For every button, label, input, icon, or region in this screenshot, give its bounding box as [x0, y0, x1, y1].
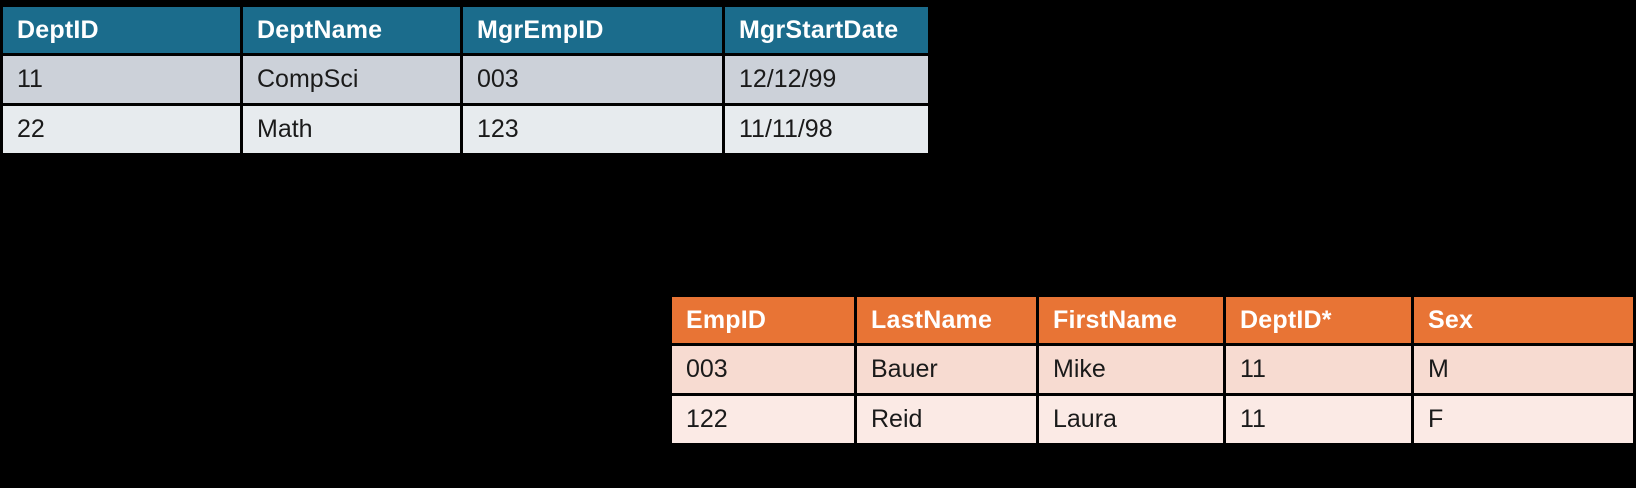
employee-cell-deptid: 11	[1226, 346, 1411, 393]
employee-cell-sex: M	[1414, 346, 1633, 393]
employee-cell-firstname: Laura	[1039, 396, 1223, 443]
table-row[interactable]: 003 Bauer Mike 11 M	[672, 346, 1633, 393]
department-column-header-mgrstartdate[interactable]: MgrStartDate	[725, 7, 928, 53]
employee-cell-empid: 003	[672, 346, 854, 393]
department-table: DeptID DeptName MgrEmpID MgrStartDate 11…	[0, 4, 931, 156]
employee-table-body: 003 Bauer Mike 11 M 122 Reid Laura 11 F	[672, 346, 1633, 443]
department-cell-mgrstartdate: 12/12/99	[725, 56, 928, 103]
employee-column-header-sex[interactable]: Sex	[1414, 297, 1633, 343]
employee-cell-lastname: Bauer	[857, 346, 1036, 393]
employee-cell-empid: 122	[672, 396, 854, 443]
employee-column-header-lastname[interactable]: LastName	[857, 297, 1036, 343]
department-cell-mgrempid: 123	[463, 106, 722, 153]
department-cell-deptid: 22	[3, 106, 240, 153]
department-table-header-row: DeptID DeptName MgrEmpID MgrStartDate	[3, 7, 928, 53]
employee-column-header-firstname[interactable]: FirstName	[1039, 297, 1223, 343]
table-row[interactable]: 11 CompSci 003 12/12/99	[3, 56, 928, 103]
department-cell-deptid: 11	[3, 56, 240, 103]
department-column-header-deptname[interactable]: DeptName	[243, 7, 460, 53]
department-column-header-deptid[interactable]: DeptID	[3, 7, 240, 53]
employee-table: EmpID LastName FirstName DeptID* Sex 003…	[669, 294, 1636, 446]
employee-cell-sex: F	[1414, 396, 1633, 443]
employee-column-header-empid[interactable]: EmpID	[672, 297, 854, 343]
department-cell-mgrstartdate: 11/11/98	[725, 106, 928, 153]
employee-table-header-row: EmpID LastName FirstName DeptID* Sex	[672, 297, 1633, 343]
employee-cell-lastname: Reid	[857, 396, 1036, 443]
table-row[interactable]: 122 Reid Laura 11 F	[672, 396, 1633, 443]
employee-cell-firstname: Mike	[1039, 346, 1223, 393]
employee-cell-deptid: 11	[1226, 396, 1411, 443]
department-column-header-mgrempid[interactable]: MgrEmpID	[463, 7, 722, 53]
department-cell-mgrempid: 003	[463, 56, 722, 103]
department-cell-deptname: CompSci	[243, 56, 460, 103]
department-table-body: 11 CompSci 003 12/12/99 22 Math 123 11/1…	[3, 56, 928, 153]
department-cell-deptname: Math	[243, 106, 460, 153]
table-row[interactable]: 22 Math 123 11/11/98	[3, 106, 928, 153]
employee-column-header-deptid-fk[interactable]: DeptID*	[1226, 297, 1411, 343]
